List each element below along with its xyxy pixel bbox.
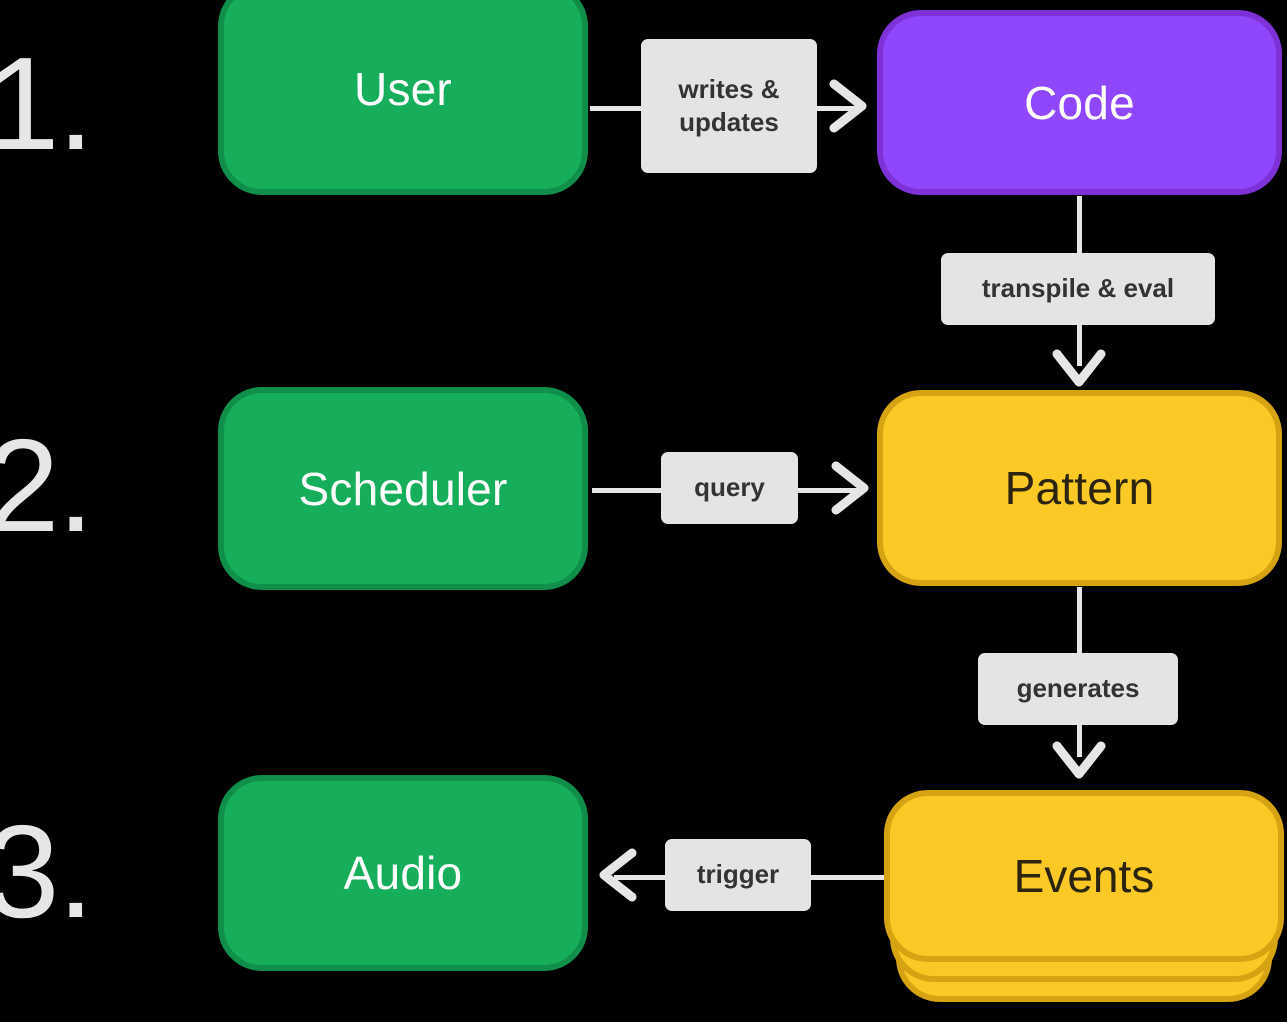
- node-audio[interactable]: Audio: [218, 775, 588, 971]
- node-user[interactable]: User: [218, 0, 588, 195]
- step-number-3: 3.: [0, 798, 94, 945]
- edge-label-trigger: trigger: [665, 839, 811, 911]
- node-events[interactable]: Events: [884, 790, 1284, 1022]
- node-scheduler-label: Scheduler: [298, 462, 508, 515]
- node-events-label: Events: [1013, 850, 1155, 902]
- node-code[interactable]: Code: [877, 10, 1282, 195]
- edge-label-query: query: [661, 452, 798, 524]
- node-pattern[interactable]: Pattern: [877, 390, 1282, 586]
- edge-label-transpile-eval: transpile & eval: [941, 253, 1215, 325]
- step-number-1: 1.: [0, 30, 94, 177]
- node-user-label: User: [354, 62, 452, 115]
- edge-label-writes-updates: writes & updates: [641, 39, 817, 173]
- node-scheduler[interactable]: Scheduler: [218, 387, 588, 590]
- arrowhead-user-code: [828, 79, 874, 133]
- node-code-label: Code: [1024, 76, 1135, 129]
- arrowhead-scheduler-pattern: [830, 461, 876, 515]
- node-pattern-label: Pattern: [1004, 462, 1155, 514]
- node-audio-label: Audio: [343, 847, 463, 899]
- step-number-2: 2.: [0, 412, 94, 559]
- node-events-stack-layer-1[interactable]: Events: [884, 790, 1284, 962]
- arrowhead-code-pattern: [1052, 348, 1106, 394]
- arrowhead-pattern-events: [1052, 740, 1106, 786]
- edge-label-generates: generates: [978, 653, 1178, 725]
- arrowhead-events-audio: [592, 848, 638, 902]
